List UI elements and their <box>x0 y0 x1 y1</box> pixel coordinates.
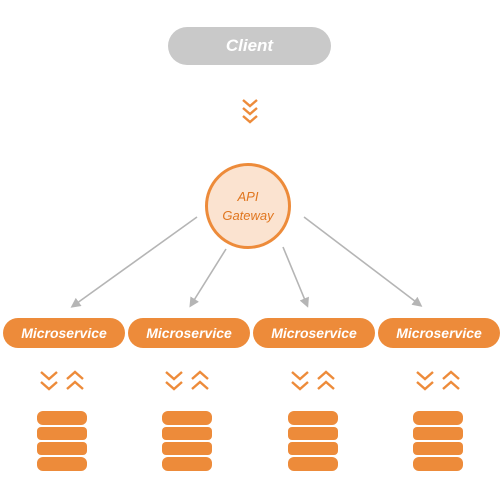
microservice-label: Microservice <box>21 325 107 341</box>
microservice-3: Microservice <box>253 318 375 348</box>
gateway-label-line1: API <box>237 189 259 204</box>
arrow-to-microservice-1 <box>70 216 198 308</box>
microservice-label: Microservice <box>146 325 232 341</box>
microservice-1: Microservice <box>3 318 125 348</box>
client-label: Client <box>225 36 274 55</box>
microservice-label: Microservice <box>396 325 482 341</box>
double-chevron-up-icon <box>191 370 209 390</box>
database-icon <box>288 411 338 471</box>
double-chevron-up-icon <box>317 370 335 390</box>
arrow-to-microservice-4 <box>303 216 423 307</box>
double-chevron-down-icon <box>416 371 434 391</box>
arrow-to-microservice-2 <box>189 248 227 308</box>
double-chevron-up-icon <box>442 370 460 390</box>
microservice-2: Microservice <box>128 318 250 348</box>
microservice-4: Microservice <box>378 318 500 348</box>
database-icon <box>162 411 212 471</box>
double-chevron-down-icon <box>40 371 58 391</box>
database-icon <box>37 411 87 471</box>
double-chevron-down-icon <box>242 99 258 124</box>
arrow-to-microservice-3 <box>282 246 309 308</box>
double-chevron-down-icon <box>291 371 309 391</box>
client-node: Client <box>168 27 331 65</box>
double-chevron-down-icon <box>165 371 183 391</box>
gateway-label-line2: Gateway <box>222 208 274 223</box>
database-icon <box>413 411 463 471</box>
double-chevron-up-icon <box>66 370 84 390</box>
microservice-label: Microservice <box>271 325 357 341</box>
api-gateway-node: API Gateway <box>205 163 291 249</box>
